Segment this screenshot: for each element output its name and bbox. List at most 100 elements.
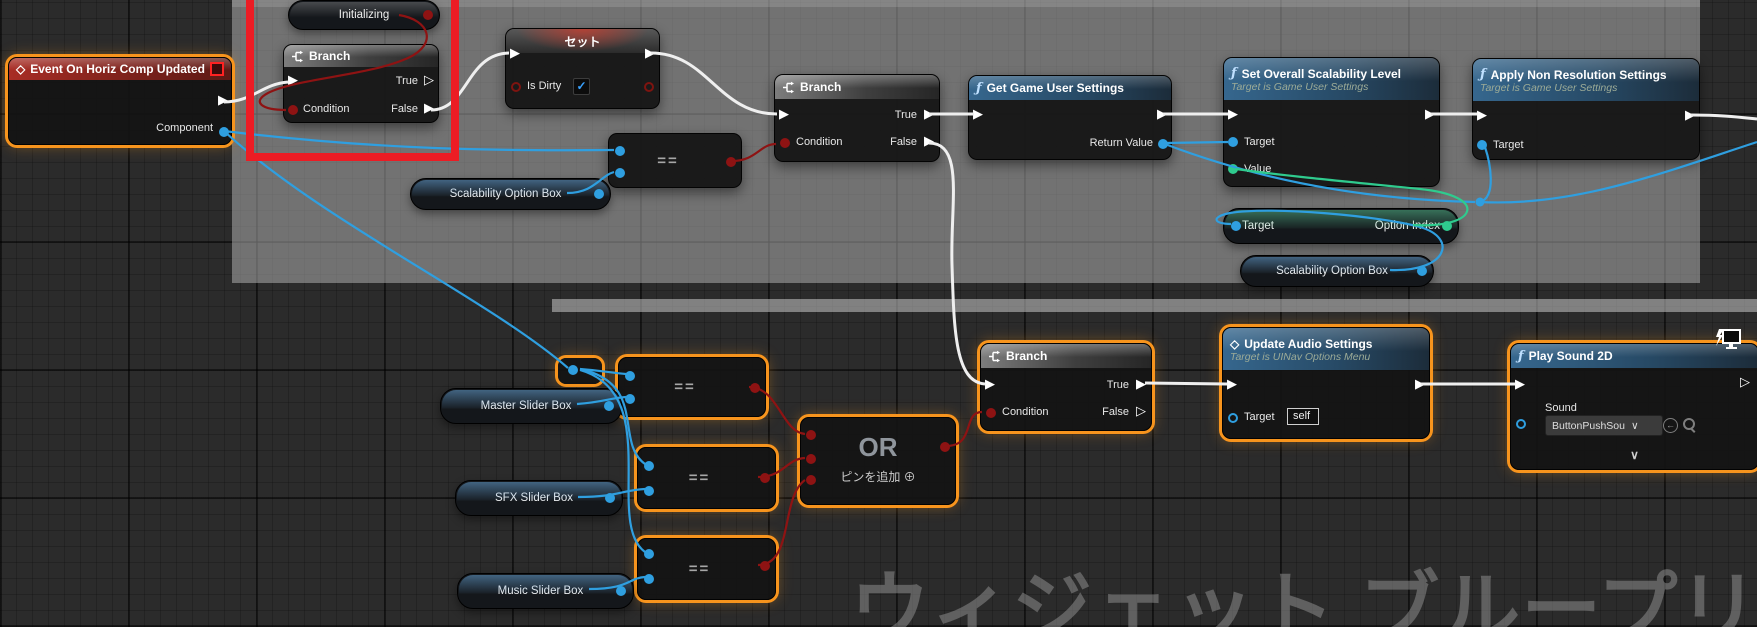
master-slider-box-out-pin[interactable] [604,401,614,411]
equals-music-in1-pin[interactable] [644,549,654,559]
branch-2-false-pin[interactable]: ▶ [924,134,934,149]
option-index-target-pin[interactable] [1231,221,1241,231]
variable-scalability-option-box-right[interactable]: Scalability Option Box [1240,255,1434,287]
node-get-option-index[interactable]: Target Option Index [1223,208,1459,244]
music-slider-box-out-pin[interactable] [616,586,626,596]
branch-3-header: Branch [981,344,1151,368]
node-equals-master[interactable]: == [618,357,766,417]
equals-music-in2-pin[interactable] [644,574,654,584]
variable-scalability-option-box-left[interactable]: Scalability Option Box [410,178,611,210]
play-sound-exec-in[interactable]: ▶ [1515,377,1525,392]
equals-top-in1-pin[interactable] [615,146,625,156]
node-set-overall-scalability-level[interactable]: ƒ Set Overall Scalability Level Target i… [1223,57,1440,187]
node-apply-non-resolution-settings[interactable]: ƒ Apply Non Resolution Settings Target i… [1472,58,1700,160]
browse-asset-icon[interactable] [1683,418,1695,430]
branch-2-condition-pin[interactable] [780,138,790,148]
function-icon: ƒ [1480,66,1486,82]
branch-2-true-label: True [894,109,917,121]
apply-exec-out[interactable]: ▶ [1685,108,1695,123]
node-or[interactable]: OR ピンを追加 ⊕ [800,417,956,505]
or-in3-pin[interactable] [806,475,816,485]
equals-sfx-out-pin[interactable] [760,473,770,483]
node-get-game-user-settings[interactable]: ƒ Get Game User Settings ▶ ▶ Return Valu… [968,75,1172,160]
node-play-sound-2d[interactable]: ƒ Play Sound 2D ▶ ▷ Sound ButtonPushSou … [1510,343,1757,470]
set-is-dirty-out-pin[interactable] [644,82,654,92]
apply-exec-in[interactable]: ▶ [1477,108,1487,123]
variable-sfx-slider-box[interactable]: SFX Slider Box [455,480,623,516]
branch-2-false-label: False [890,136,917,148]
node-branch-2[interactable]: Branch ▶ True ▶ Condition False ▶ [774,74,940,162]
event-diamond-icon: ◇ [1230,336,1240,351]
equals-top-out-pin[interactable] [726,157,736,167]
target-self-value[interactable]: self [1287,408,1320,425]
set-exec-in[interactable]: ▶ [510,46,520,61]
set-overall-exec-out[interactable]: ▶ [1425,107,1435,122]
exec-out-pin[interactable]: ▶ [218,93,228,108]
update-audio-exec-in[interactable]: ▶ [1227,377,1237,392]
return-value-pin[interactable] [1158,139,1168,149]
or-in1-pin[interactable] [806,430,816,440]
branch-3-true-pin[interactable]: ▶ [1136,377,1146,392]
reroute-node[interactable] [558,358,602,384]
use-selected-asset-icon[interactable]: ← [1663,418,1678,433]
equals-sfx-in2-pin[interactable] [644,486,654,496]
add-pin-icon[interactable]: ⊕ [903,470,916,484]
or-in2-pin[interactable] [806,454,816,464]
variable-music-slider-box[interactable]: Music Slider Box [457,573,634,609]
branch-3-exec-in[interactable]: ▶ [985,377,995,392]
expand-node-chevron[interactable]: ∨ [1630,448,1639,462]
comment-bar-audio[interactable] [552,299,1757,312]
node-update-audio-settings[interactable]: ◇ Update Audio Settings Target is UINav … [1222,327,1430,439]
or-add-pin-row[interactable]: ピンを追加 ⊕ [801,468,955,485]
branch-2-exec-in[interactable]: ▶ [779,107,789,122]
return-value-label: Return Value [1089,137,1153,149]
node-equals-sfx[interactable]: == [637,447,776,509]
node-equals-top[interactable]: == [608,133,742,188]
equals-music-label: == [688,560,711,578]
update-audio-exec-out[interactable]: ▶ [1415,377,1425,392]
set-exec-out[interactable]: ▶ [645,46,655,61]
play-sound-header: ƒ Play Sound 2D [1511,344,1757,368]
initializing-out-pin[interactable] [423,10,433,20]
equals-top-in2-pin[interactable] [615,168,625,178]
or-out-pin[interactable] [940,442,950,452]
scalability-box-right-out-pin[interactable] [1417,266,1427,276]
set-node-header: セット [506,29,659,53]
equals-sfx-in1-pin[interactable] [644,461,654,471]
set-overall-exec-in[interactable]: ▶ [1228,107,1238,122]
set-is-dirty-in-pin[interactable] [511,82,521,92]
component-pin[interactable] [219,127,229,137]
branch-3-false-pin[interactable]: ▷ [1136,404,1146,419]
update-audio-target-pin[interactable] [1228,413,1238,423]
apply-target-pin[interactable] [1477,140,1487,150]
branch-3-condition-pin[interactable] [986,408,996,418]
equals-master-in2-pin[interactable] [625,394,635,404]
sound-asset-dropdown[interactable]: ButtonPushSou ∨ [1545,415,1663,436]
scalability-box-left-out-pin[interactable] [594,189,604,199]
branch-1-true-pin[interactable]: ▷ [424,73,434,88]
scalability-box-label: Scalability Option Box [449,188,562,200]
equals-master-out-pin[interactable] [750,383,760,393]
sound-pin[interactable] [1516,419,1526,429]
get-settings-exec-out[interactable]: ▶ [1157,107,1167,122]
equals-top-label: == [657,152,679,169]
node-set[interactable]: セット ▶ ▶ Is Dirty ✓ [505,28,660,109]
set-overall-value-pin[interactable] [1228,164,1238,174]
reroute-pin[interactable] [568,365,578,375]
variable-master-slider-box[interactable]: Master Slider Box [440,388,622,424]
set-overall-target-pin[interactable] [1228,137,1238,147]
get-settings-exec-in[interactable]: ▶ [973,107,983,122]
branch-1-false-pin[interactable]: ▶ [424,101,434,116]
node-event-on-horiz-comp-updated[interactable]: ◇ Event On Horiz Comp Updated ▶ Componen… [8,57,232,145]
dropdown-chevron-icon: ∨ [1630,419,1639,432]
sfx-slider-box-out-pin[interactable] [605,493,615,503]
option-index-out-pin[interactable] [1442,221,1452,231]
branch-2-true-pin[interactable]: ▶ [924,107,934,122]
node-equals-music[interactable]: == [637,538,776,600]
is-dirty-checkbox[interactable]: ✓ [573,78,590,95]
branch-2-header: Branch [775,75,939,99]
node-branch-3[interactable]: Branch ▶ True ▶ Condition False ▷ [980,343,1152,431]
play-sound-exec-out[interactable]: ▷ [1740,375,1750,390]
equals-music-out-pin[interactable] [760,561,770,571]
